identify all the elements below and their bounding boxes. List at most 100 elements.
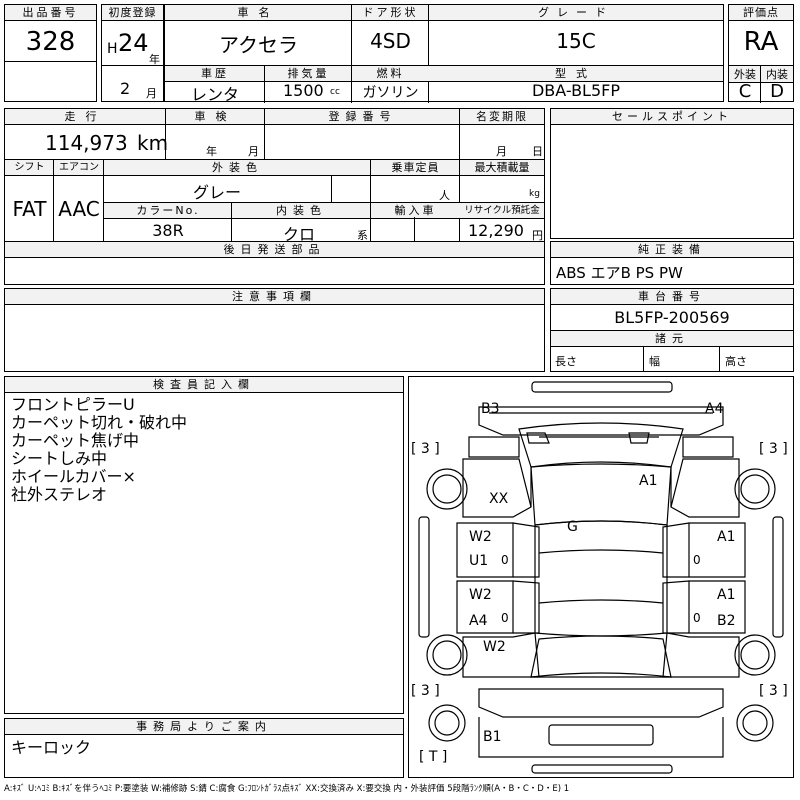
recycle-unit: 円 xyxy=(532,229,543,242)
lot-number: 328 xyxy=(25,27,76,57)
mark-w2-b: W2 xyxy=(469,587,492,603)
tire-front-left: [ 3 ] xyxy=(411,441,440,457)
length-label: 長さ xyxy=(555,355,577,368)
car-name: アクセラ xyxy=(219,33,298,57)
chassis-box: 車台番号 BL5FP-200569 諸元 長さ 幅 高さ xyxy=(550,288,794,372)
grade-label: グレード xyxy=(429,5,723,21)
era: H xyxy=(107,41,118,57)
notes-box: 注意事項欄 xyxy=(4,288,545,372)
mark-w2-c: W2 xyxy=(483,639,506,655)
mark-zero-1: 0 xyxy=(501,553,509,567)
lot-number-label: 出品番号 xyxy=(5,5,96,21)
mark-b3: B3 xyxy=(481,401,500,417)
mark-zero-3: 0 xyxy=(501,611,509,625)
inspector-line: シートしみ中 xyxy=(11,449,108,468)
door-label: ドア形状 xyxy=(352,5,429,21)
inspection-month-unit: 月 xyxy=(248,145,259,158)
int-color-label: 内装色 xyxy=(232,203,371,219)
displacement-unit: cc xyxy=(330,87,340,97)
ext-grade-label: 外装 xyxy=(729,66,761,83)
fuel: ガソリン xyxy=(362,85,419,101)
dims-label: 諸元 xyxy=(551,331,793,347)
inspector-line: フロントピラーU xyxy=(11,395,135,414)
capacity-label: 乗車定員 xyxy=(371,160,460,176)
sales-points-box: セールスポイント xyxy=(550,108,794,239)
fuel-label: 燃料 xyxy=(352,66,429,82)
mark-a4-top: A4 xyxy=(705,401,724,417)
color-no: 38R xyxy=(152,221,184,240)
mark-a1-right2: A1 xyxy=(717,587,736,603)
mark-g: G xyxy=(567,519,578,535)
color-no-label: カラーNo. xyxy=(104,203,232,219)
mark-w2-a: W2 xyxy=(469,529,492,545)
inspector-line: カーペット切れ・破れ中 xyxy=(11,413,188,432)
mark-b2: B2 xyxy=(717,613,736,629)
car-outline xyxy=(418,381,784,774)
int-grade: D xyxy=(770,81,784,102)
info-grid: 走行 車検 登録番号 名変期限 114,973 km 年 月 月 日 シフト エ… xyxy=(4,108,545,285)
office-label: 事務局よりご案内 xyxy=(5,719,403,735)
lot-number-cell: 出品番号 328 xyxy=(4,4,97,102)
vehicle-header-grid: 車名 ドア形状 グレード アクセラ 4SD 15C 車歴 排気量 燃料 型式 レ… xyxy=(164,4,724,104)
inspector-line: カーペット焦げ中 xyxy=(11,431,140,450)
mark-b1: B1 xyxy=(483,729,502,745)
ac: AAC xyxy=(58,197,100,221)
spare-tire-mark: [ T ] xyxy=(419,749,448,765)
history-label: 車歴 xyxy=(165,66,265,82)
shift-label: シフト xyxy=(5,160,54,176)
shift: FAT xyxy=(12,197,47,221)
office-text: キーロック xyxy=(11,738,92,757)
inspector-line: ホイールカバー× xyxy=(11,467,136,486)
ext-color: グレー xyxy=(193,183,242,202)
height-label: 高さ xyxy=(725,355,747,368)
inspector-label: 検査員記入欄 xyxy=(5,377,403,393)
width-label: 幅 xyxy=(649,355,660,368)
reg-year: 24 xyxy=(118,29,149,57)
mileage: 114,973 xyxy=(45,131,128,155)
car-name-label: 車名 xyxy=(165,5,352,21)
later-parts-label: 後日発送部品 xyxy=(5,242,544,258)
model-code: DBA-BL5FP xyxy=(531,81,620,100)
inspection-label: 車検 xyxy=(166,109,265,125)
ac-label: エアコン xyxy=(54,160,104,176)
int-color: クロ xyxy=(283,225,316,244)
max-load-unit: kg xyxy=(529,189,540,199)
legend: A:ｷｽﾞ U:ﾍｺﾐ B:ｷｽﾞを伴うﾍｺﾐ P:要塗装 W:補修跡 S:錆 … xyxy=(4,784,570,794)
equipment-box: 純正装備 ABS エアB PS PW xyxy=(550,241,794,285)
notes-label: 注意事項欄 xyxy=(5,289,544,305)
mark-zero-2: 0 xyxy=(693,553,701,567)
recycle-deposit: 12,290 xyxy=(468,221,524,240)
office-box: 事務局よりご案内 キーロック xyxy=(4,718,404,778)
recycle-label: リサイクル預託金 xyxy=(460,203,544,219)
chassis-number: BL5FP-200569 xyxy=(614,308,730,327)
deadline-label: 名変期限 xyxy=(460,109,544,125)
deadline-month-unit: 月 xyxy=(496,145,507,158)
tire-rear-right: [ 3 ] xyxy=(759,683,788,699)
capacity-unit: 人 xyxy=(439,189,450,202)
model-label: 型式 xyxy=(429,66,723,82)
mark-zero-4: 0 xyxy=(693,611,701,625)
year-unit: 年 xyxy=(149,53,160,66)
inspector-box: 検査員記入欄 フロントピラーU カーペット切れ・破れ中 カーペット焦げ中 シート… xyxy=(4,376,404,714)
ext-grade: C xyxy=(738,81,752,102)
score-cell: 評価点 RA 外装 内装 C D xyxy=(728,4,794,103)
tire-front-right: [ 3 ] xyxy=(759,441,788,457)
chassis-label: 車台番号 xyxy=(551,289,793,305)
import-label: 輸入車 xyxy=(371,203,460,219)
score-label: 評価点 xyxy=(729,5,793,21)
displacement: 1500 xyxy=(283,81,324,100)
int-grade-label: 内装 xyxy=(761,66,793,83)
ext-color-label: 外装色 xyxy=(104,160,371,176)
month-unit: 月 xyxy=(146,87,157,100)
equipment-label: 純正装備 xyxy=(551,242,793,258)
deadline-day-unit: 日 xyxy=(532,145,543,158)
first-registration-cell: 初度登録 H 24 年 2 月 xyxy=(101,4,164,102)
equipment-items: ABS エアB PS PW xyxy=(556,264,683,282)
reg-month: 2 xyxy=(120,79,131,98)
mark-u1: U1 xyxy=(469,553,489,569)
grade: 15C xyxy=(556,29,596,53)
mark-a4-left: A4 xyxy=(469,613,488,629)
mileage-unit: km xyxy=(137,131,169,155)
displacement-label: 排気量 xyxy=(265,66,352,82)
history: レンタ xyxy=(190,85,239,104)
